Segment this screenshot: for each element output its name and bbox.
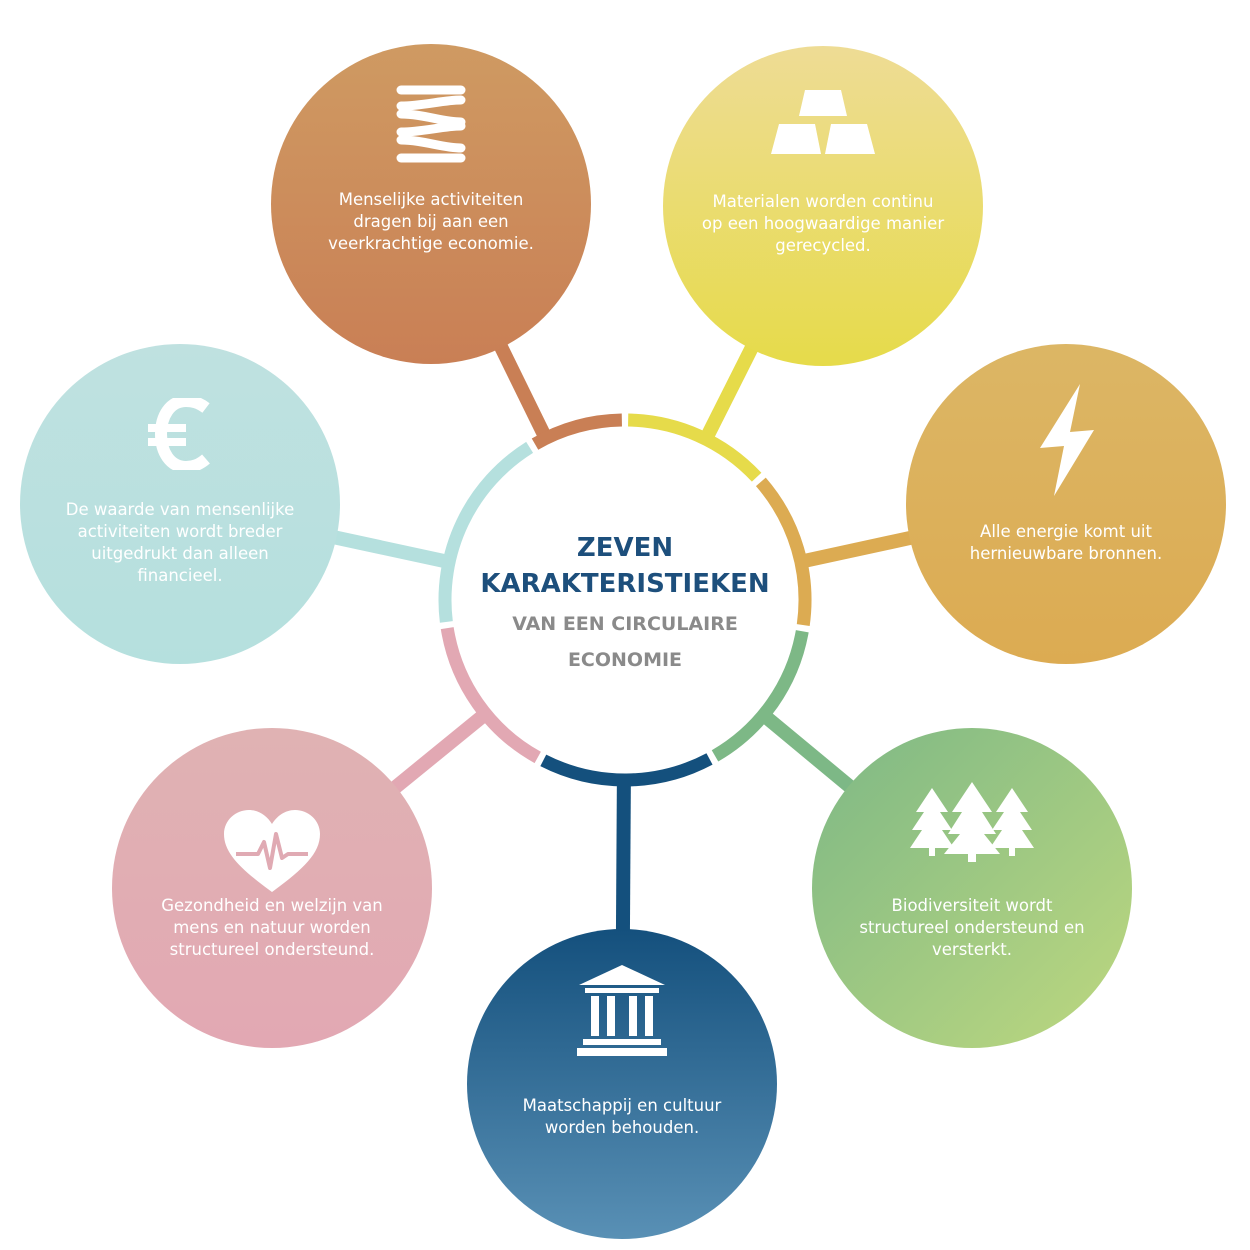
ring-segment-materialen [627,413,762,482]
bubble-text: Maatschappij en cultuur worden behouden. [522,1096,722,1137]
connector-energie [799,530,916,569]
euro-icon [148,394,212,474]
bubble-maatschappij: Maatschappij en cultuur worden behouden. [467,929,777,1239]
bubble-materialen: Materialen worden continu op een hoogwaa… [663,46,983,366]
bubble-activiteiten: Menselijke activiteiten dragen bij aan e… [271,44,591,364]
bubble-waarde: De waarde van mensenlijke activiteiten w… [20,344,340,664]
bubble-text: Biodiversiteit wordt structureel onderst… [859,896,1085,959]
connector-maatschappij [615,779,631,934]
center-subtitle-line1: VAN EEN CIRCULAIRE [512,613,738,635]
connector-materialen [699,342,760,443]
ring-segment-energie [755,477,812,626]
lightning-icon [1036,384,1096,500]
ring-segment-maatschappij [540,753,713,787]
connector-waarde [331,530,451,569]
trees-icon [910,782,1034,866]
ring-segment-biodiversiteit [711,630,809,762]
ring-segment-waarde [438,441,534,623]
bubble-biodiversiteit: Biodiversiteit wordt structureel onderst… [812,728,1132,1048]
center-title-line1: ZEVEN [576,533,674,563]
ring-segment-gezondheid [440,627,541,764]
connector-gezondheid [388,708,490,795]
bubble-text: Materialen worden continu op een hoogwaa… [701,192,945,255]
bubble-text: De waarde van mensenlijke activiteiten w… [65,500,295,585]
museum-icon [575,965,669,1061]
center-subtitle-line2: ECONOMIE [567,649,683,671]
connector-biodiversiteit [759,709,857,794]
heart-pulse-icon [222,808,322,898]
center-title-line2: KARAKTERISTIEKEN [480,569,770,599]
bubble-text: Alle energie komt uit hernieuwbare bronn… [969,522,1163,563]
connector-activiteiten [493,341,553,442]
bubble-text: Menselijke activiteiten dragen bij aan e… [328,190,534,253]
bubble-energie: Alle energie komt uit hernieuwbare bronn… [906,344,1226,664]
center-heading: ZEVEN KARAKTERISTIEKEN VAN EEN CIRCULAIR… [440,530,810,678]
bubble-text: Gezondheid en welzijn van mens en natuur… [161,896,383,959]
gold-bars-icon [769,88,877,162]
ring-segment-activiteiten [531,413,623,450]
spring-icon [393,82,469,168]
bubble-gezondheid: Gezondheid en welzijn van mens en natuur… [112,728,432,1048]
